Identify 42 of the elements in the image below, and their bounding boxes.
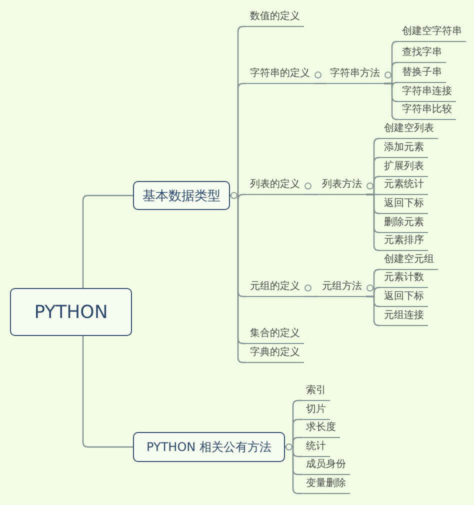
subtopic-label: 替换子串 <box>398 65 446 83</box>
subtopic-label: 数值的定义 <box>246 9 304 27</box>
subtopic-label: 列表方法 <box>318 177 366 195</box>
branch-line <box>366 194 380 252</box>
subtopic-label: 添加元素 <box>380 140 428 158</box>
subtopic-label: 列表的定义 <box>246 177 304 195</box>
subtopic-label: 创建空元组 <box>380 252 438 270</box>
topic-box: PYTHON 相关公有方法 <box>133 432 285 462</box>
subtopic-label: 元素统计 <box>380 177 428 195</box>
subtopic-label: 返回下标 <box>380 196 428 214</box>
subtopic-label: 字符串的定义 <box>246 66 314 84</box>
subtopic-label: 元组的定义 <box>246 279 304 297</box>
branch-line <box>314 82 326 84</box>
subtopic-label: 字符串方法 <box>326 66 384 84</box>
topic-box: 基本数据类型 <box>133 181 230 210</box>
subtopic-label: 删除元素 <box>380 215 428 233</box>
subtopic-label: 切片 <box>302 402 330 420</box>
branch-line <box>366 296 380 326</box>
subtopic-label: 扩展列表 <box>380 159 428 177</box>
subtopic-label: 查找字串 <box>398 45 446 63</box>
subtopic-label: 元组方法 <box>318 279 366 297</box>
subtopic-label: 变量删除 <box>302 476 350 494</box>
subtopic-label: 元素计数 <box>380 270 428 288</box>
subtopic-label: 字符串连接 <box>398 84 456 102</box>
subtopic-label: 元素排序 <box>380 233 428 251</box>
branch-line <box>304 296 318 298</box>
subtopic-label: 创建空列表 <box>380 121 438 139</box>
subtopic-label: 字典的定义 <box>246 345 304 363</box>
subtopic-label: 求长度 <box>302 420 340 438</box>
subtopic-label: 元组连接 <box>380 308 428 326</box>
branch-line <box>304 194 318 196</box>
branch-line <box>82 336 133 448</box>
subtopic-label: 集合的定义 <box>246 326 304 344</box>
subtopic-label: 统计 <box>302 439 330 457</box>
branch-line <box>82 194 133 288</box>
subtopic-label: 创建空字符串 <box>398 24 466 42</box>
subtopic-label: 成员身份 <box>302 457 350 475</box>
subtopic-label: 返回下标 <box>380 289 428 307</box>
root-topic-box: PYTHON <box>10 288 132 336</box>
subtopic-label: 字符串比较 <box>398 102 456 120</box>
subtopic-label: 索引 <box>302 383 330 401</box>
branch-line <box>384 82 398 120</box>
